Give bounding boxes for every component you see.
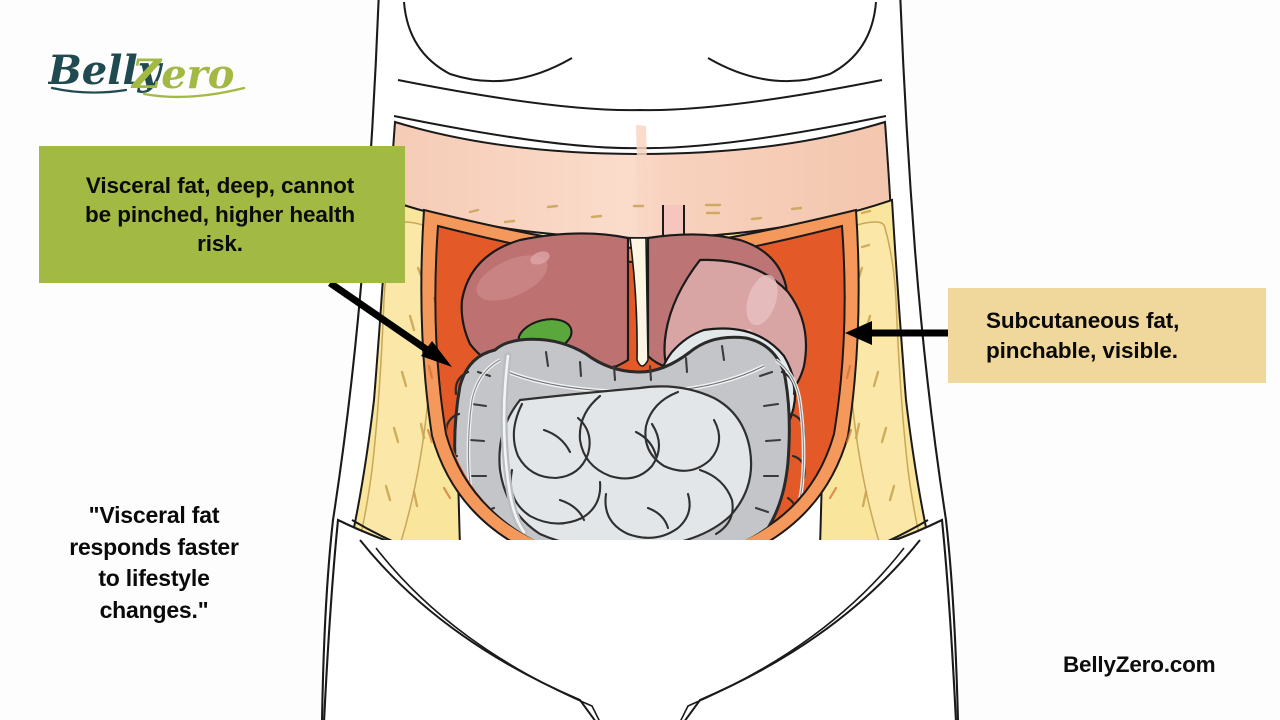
visceral-callout-line-1: Visceral fat, deep, cannot	[85, 172, 355, 198]
quote-line-2: responds faster	[69, 533, 239, 560]
bellyzero-logo[interactable]: Belly Zero	[48, 40, 258, 102]
subcutaneous-fat-callout[interactable]: Subcutaneous fat, pinchable, visible.	[948, 288, 1266, 383]
subcutaneous-callout-line-2: pinchable, visible.	[986, 337, 1178, 363]
subcutaneous-arrow	[845, 321, 948, 345]
visceral-arrow	[328, 280, 452, 367]
logo-belly-text: Belly	[48, 47, 164, 94]
subcutaneous-callout-line-1: Subcutaneous fat,	[986, 308, 1180, 334]
logo-zero-text: Zero	[130, 51, 234, 98]
quote-line-4: changes."	[99, 596, 209, 623]
visceral-callout-line-3: risk.	[197, 231, 243, 257]
quote-line-1: "Visceral fat	[88, 502, 220, 528]
visceral-fat-callout[interactable]: Visceral fat, deep, cannot be pinched, h…	[39, 146, 405, 283]
visceral-fat-quote: "Visceral fat responds faster to lifesty…	[40, 500, 268, 626]
quote-line-3: to lifestyle	[98, 565, 210, 591]
site-url-footer[interactable]: BellyZero.com	[1063, 652, 1216, 677]
visceral-callout-line-2: be pinched, higher health	[84, 201, 356, 227]
